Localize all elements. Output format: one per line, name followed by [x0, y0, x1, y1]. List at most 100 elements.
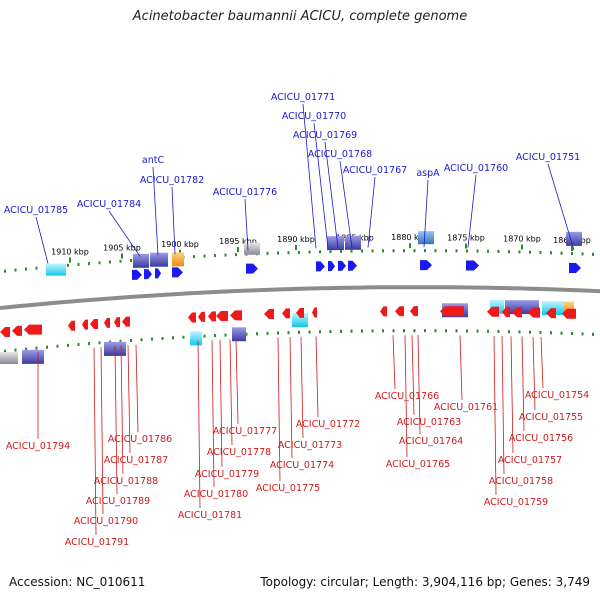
- tick-mark: [497, 249, 500, 253]
- tick-mark: [266, 251, 269, 255]
- tick-mark: [329, 250, 332, 254]
- gene-label-reverse: ACICU_01789: [86, 496, 150, 507]
- reverse-gene-arrow: [122, 316, 130, 327]
- scale-label: 1880 kbp: [391, 233, 429, 242]
- tick-mark: [98, 261, 101, 265]
- tick-mark: [424, 249, 426, 253]
- gene-label-reverse: ACICU_01772: [296, 419, 360, 430]
- leader-line-reverse: [120, 345, 124, 475]
- tick-mark: [245, 332, 248, 336]
- tick-mark: [119, 339, 122, 343]
- reverse-gene-arrow: [104, 317, 110, 328]
- leader-line-reverse: [289, 337, 293, 459]
- leader-line-forward: [35, 216, 49, 264]
- gene-label-forward: ACICU_01770: [282, 111, 346, 122]
- leader-line-reverse: [459, 335, 463, 401]
- tick-mark: [256, 332, 258, 336]
- scale-tick: [521, 244, 523, 250]
- reverse-gene-arrow: [208, 311, 216, 322]
- feature-box: [0, 352, 18, 364]
- tick-mark: [350, 249, 353, 253]
- gene-label-reverse: ACICU_01787: [104, 455, 168, 466]
- scale-tick: [571, 246, 573, 252]
- gene-label-forward: ACICU_01776: [213, 187, 277, 198]
- tick-mark: [487, 329, 489, 333]
- tick-mark: [277, 251, 279, 255]
- gene-label-reverse: ACICU_01756: [509, 433, 573, 444]
- leader-line-reverse: [100, 347, 104, 515]
- feature-box: [418, 231, 434, 245]
- reverse-gene-arrow: [282, 308, 290, 319]
- reverse-gene-arrow: [114, 317, 120, 328]
- gene-label-reverse: ACICU_01765: [386, 459, 450, 470]
- tick-mark: [539, 330, 542, 334]
- gene-label-reverse: ACICU_01754: [525, 390, 589, 401]
- tick-mark: [476, 249, 479, 253]
- forward-gene-arrow: [155, 268, 161, 279]
- tick-mark: [287, 251, 290, 255]
- tick-mark: [224, 333, 227, 337]
- feature-box: [172, 252, 184, 267]
- reverse-gene-arrow: [264, 308, 274, 319]
- leader-line-reverse: [392, 335, 396, 390]
- forward-gene-arrow: [328, 261, 335, 272]
- leader-line-forward: [313, 122, 329, 249]
- gene-label-reverse: ACICU_01786: [108, 434, 172, 445]
- scale-label: 1890 kbp: [277, 235, 315, 244]
- leader-line-forward: [108, 210, 141, 257]
- tick-mark: [592, 252, 594, 256]
- tick-mark: [508, 250, 510, 254]
- tick-mark: [277, 331, 279, 335]
- gene-label-reverse: ACICU_01761: [434, 402, 498, 413]
- leader-line-reverse: [540, 337, 544, 389]
- reverse-gene-arrow: [198, 311, 205, 322]
- forward-gene-arrow: [316, 261, 325, 272]
- reverse-gene-arrow: [0, 327, 10, 337]
- tick-mark: [476, 329, 479, 333]
- reverse-gene-arrow: [296, 307, 304, 318]
- gene-label-reverse: ACICU_01794: [6, 441, 70, 452]
- scale-label: 1875 kbp: [447, 233, 485, 242]
- leader-line-reverse: [315, 336, 319, 418]
- scale-tick: [237, 246, 239, 252]
- tick-mark: [445, 329, 447, 333]
- leader-line-reverse: [127, 345, 131, 454]
- leader-line-reverse: [277, 337, 281, 482]
- feature-box: [22, 349, 44, 364]
- gene-label-forward: ACICU_01784: [77, 199, 141, 210]
- scale-label: 1910 kbp: [51, 248, 89, 257]
- tick-mark: [203, 334, 206, 338]
- tick-mark: [539, 250, 542, 254]
- tick-mark: [550, 331, 552, 335]
- tick-mark: [4, 269, 6, 273]
- tick-mark: [392, 249, 395, 253]
- leader-line-reverse: [404, 335, 408, 458]
- tick-mark: [298, 330, 300, 334]
- leader-line-forward: [547, 163, 575, 251]
- feature-box: [46, 263, 66, 276]
- tick-mark: [308, 330, 311, 334]
- scale-tick: [295, 244, 297, 250]
- tick-mark: [382, 329, 384, 333]
- gene-label-forward: ACICU_01751: [516, 152, 580, 163]
- tick-mark: [266, 331, 269, 335]
- reverse-gene-arrow: [312, 307, 317, 318]
- leader-line-reverse: [211, 340, 215, 488]
- topology-text: Topology: circular; Length: 3,904,116 bp…: [260, 575, 590, 589]
- gene-label-reverse: ACICU_01758: [489, 476, 553, 487]
- reverse-gene-arrow: [502, 307, 510, 318]
- accession-text: Accession: NC_010611: [9, 575, 146, 589]
- reverse-gene-arrow: [512, 307, 522, 318]
- tick-mark: [182, 335, 185, 339]
- tick-mark: [25, 267, 27, 271]
- leader-line-forward: [467, 174, 477, 248]
- tick-mark: [88, 262, 90, 266]
- tick-mark: [581, 252, 584, 256]
- tick-mark: [193, 255, 195, 259]
- gene-label-reverse: ACICU_01778: [207, 447, 271, 458]
- forward-gene-arrow: [246, 263, 258, 274]
- reverse-gene-arrow: [216, 310, 228, 321]
- leader-line-forward: [171, 186, 176, 255]
- leader-line-reverse: [510, 336, 514, 454]
- tick-mark: [161, 336, 164, 340]
